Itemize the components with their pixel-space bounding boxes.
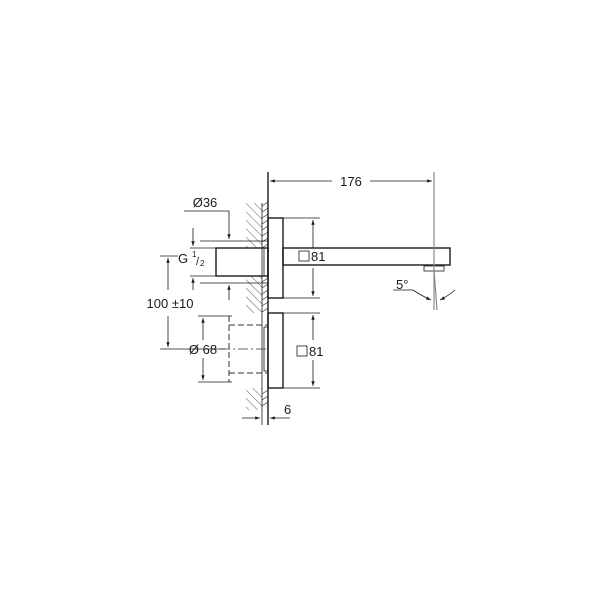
dim-6-label: 6: [284, 402, 291, 417]
dim-68-label: Ø 68: [189, 342, 217, 357]
dim-thread: G 1 / 2: [178, 228, 216, 290]
dim-height-offset: 100 ±10: [147, 255, 225, 350]
dim-81-upper-label: 81: [311, 249, 325, 264]
dim-mixer-plate-square: 81: [283, 312, 323, 389]
square-icon: [296, 345, 308, 357]
square-icon: [298, 250, 310, 262]
spout: [282, 247, 451, 272]
spout-plate: [267, 217, 284, 299]
dim-5deg-label: 5°: [396, 277, 408, 292]
thread-label: G: [178, 251, 188, 266]
dim-spout-projection: 176: [270, 172, 435, 310]
dim-176-label: 176: [340, 174, 362, 189]
dim-pipe-diameter: Ø36: [184, 195, 231, 300]
mixer-plate: [267, 312, 284, 389]
dim-100-label: 100 ±10: [147, 296, 194, 311]
dim-81-lower-label: 81: [309, 344, 323, 359]
thread-num: 1: [192, 250, 197, 259]
dim-wall-finish: 6: [242, 402, 291, 425]
dim-spout-plate-square: 81: [283, 217, 325, 299]
dim-36-label: Ø36: [193, 195, 218, 210]
thread-slash: /: [196, 256, 200, 268]
thread-den: 2: [200, 259, 205, 268]
mixer-body-hidden: [220, 316, 269, 382]
wall-section: [246, 172, 269, 425]
dim-spout-angle: 5°: [393, 269, 456, 311]
dim-mixer-diameter: Ø 68: [189, 315, 232, 383]
